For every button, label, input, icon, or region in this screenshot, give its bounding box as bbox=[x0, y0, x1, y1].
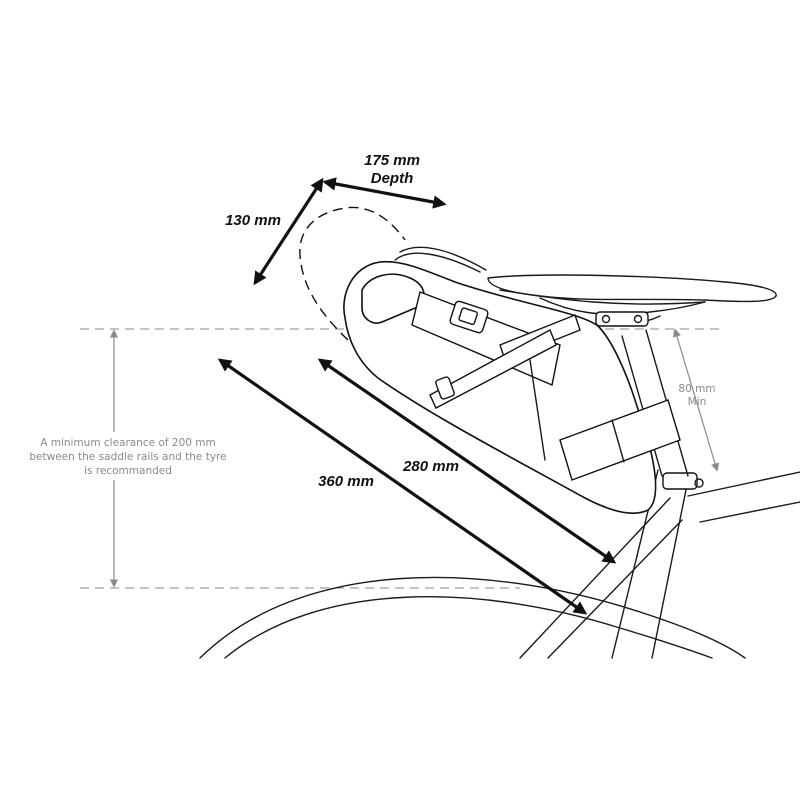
saddle-bag bbox=[343, 246, 681, 514]
seatpost-min-caption-label: Min bbox=[688, 396, 707, 408]
clearance-note-line-3: is recommanded bbox=[84, 465, 172, 477]
height-arrow bbox=[253, 177, 324, 286]
clamp-bolt bbox=[694, 478, 704, 488]
depth-value-label: 175 mm bbox=[364, 152, 420, 169]
height-label: 130 mm bbox=[225, 212, 281, 229]
seatpost-min-arrow bbox=[672, 328, 720, 472]
length-max-label: 360 mm bbox=[318, 473, 374, 490]
depth-caption-label: Depth bbox=[371, 170, 414, 187]
seatpost-clamp bbox=[662, 472, 698, 490]
clearance-note-line-1: A minimum clearance of 200 mm bbox=[40, 437, 216, 449]
depth-arrow bbox=[322, 177, 447, 209]
clearance-note-line-2: between the saddle rails and the tyre bbox=[29, 451, 226, 463]
bike-frame bbox=[519, 469, 800, 659]
clearance-note: A minimum clearance of 200 mm between th… bbox=[20, 432, 252, 480]
length-min-arrow bbox=[317, 358, 617, 564]
length-min-label: 280 mm bbox=[402, 458, 459, 475]
saddle bbox=[487, 274, 777, 327]
rear-wheel bbox=[199, 576, 746, 659]
seatpost-min-value-label: 80 mm bbox=[678, 383, 715, 395]
